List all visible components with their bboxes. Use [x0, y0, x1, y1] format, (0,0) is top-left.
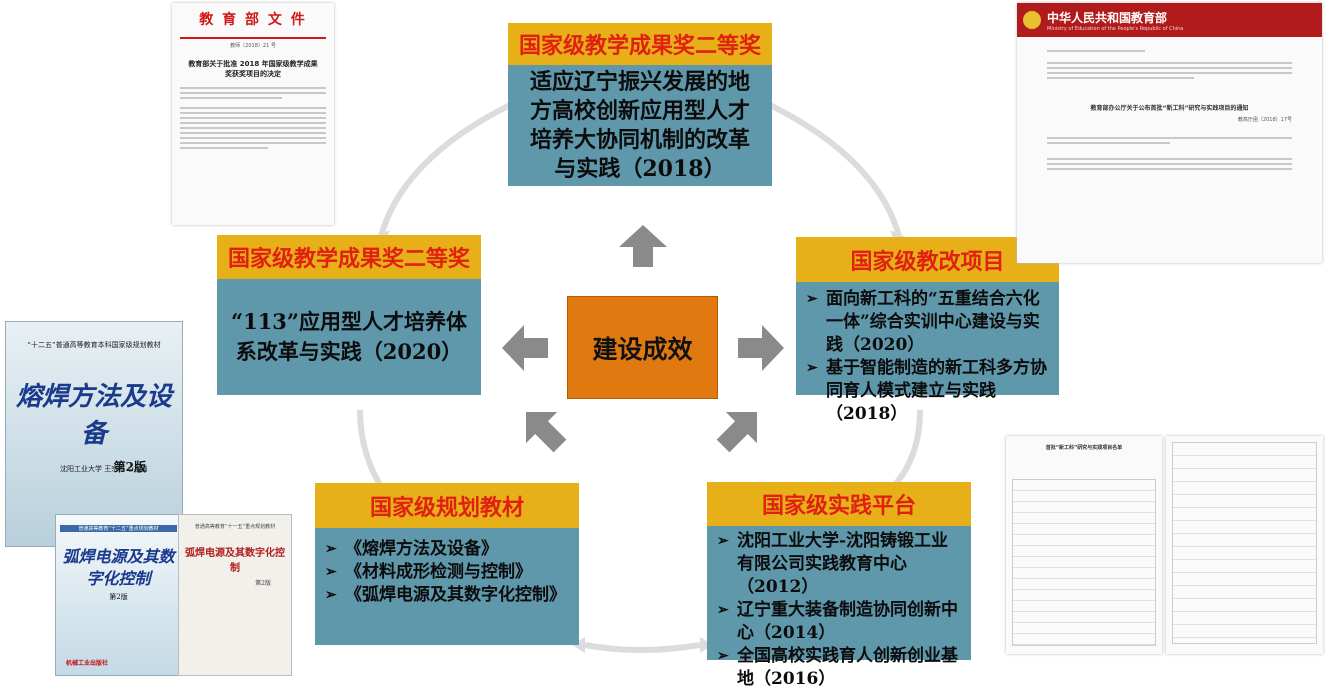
book2-title: 弧焊电源及其数字化控制 [62, 547, 175, 588]
book1-edition: 第2版 [113, 460, 146, 474]
project-list-table2 [1172, 442, 1317, 644]
bullet-arrow-icon: ➢ [717, 648, 729, 664]
ministry-site-en: Ministry of Education of the People's Re… [1047, 25, 1184, 32]
arrow-up-icon [619, 225, 667, 267]
book3-edition: 第2版 [255, 580, 271, 587]
book3-series: 普通高等教育“十一五”重点规划教材 [194, 524, 276, 530]
book-cover-1: “十二五”普通高等教育本科国家级规划教材 熔焊方法及设备 第2版 沈阳工业大学 … [5, 321, 183, 547]
moe-doc-title: 教育部关于批准 2018 年国家级教学成果奖获奖项目的决定 [188, 60, 318, 78]
arrow-right-icon [738, 325, 784, 371]
ministry-notice-title: 教育部办公厅关于公布首批“新工科”研究与实践项目的通知 [1090, 105, 1249, 112]
book2-publisher: 机械工业出版社 [66, 660, 109, 667]
moe-doc-number: 教师〔2018〕21 号 [230, 43, 276, 49]
arrow-down-left-icon [526, 412, 567, 453]
bottom-left-item-2: ➢《材料成形检测与控制》 [325, 562, 532, 582]
project-list-page2 [1166, 436, 1323, 654]
left-box-title: 国家级教学成果奖二等奖 [217, 235, 481, 279]
bottom-left-list: ➢《熔焊方法及设备》 ➢《材料成形检测与控制》 ➢《弧焊电源及其数字化控制》 [321, 538, 573, 607]
book-cover-2: 普通高等教育“十二五”重点规划教材 弧焊电源及其数字化控制 第2版 机械工业出版… [55, 514, 182, 676]
bullet-arrow-icon: ➢ [717, 533, 729, 549]
project-list-document: 首批“新工科”研究与实践项目名单 [1006, 436, 1162, 654]
book1-publisher: 沈阳工业大学 王宗杰 ○主编 [60, 465, 148, 473]
bottom-right-item-2: ➢辽宁重大装备制造协同创新中心（2014） [717, 600, 958, 643]
bottom-right-body: ➢沈阳工业大学-沈阳铸锻工业有限公司实践教育中心（2012） ➢辽宁重大装备制造… [707, 526, 971, 689]
bullet-arrow-icon: ➢ [806, 291, 818, 307]
bottom-right-list: ➢沈阳工业大学-沈阳铸锻工业有限公司实践教育中心（2012） ➢辽宁重大装备制造… [713, 530, 965, 691]
book2-edition: 第2版 [109, 593, 128, 601]
center-label: 建设成效 [592, 334, 693, 364]
bullet-arrow-icon: ➢ [806, 360, 818, 376]
arrow-down-right-icon [716, 412, 757, 453]
right-item-2: ➢基于智能制造的新工科多方协同育人模式建立与实践（2018） [806, 358, 1047, 424]
bullet-arrow-icon: ➢ [325, 587, 337, 603]
project-list-table [1012, 479, 1156, 646]
right-box-list: ➢面向新工科的“五重结合六化一体”综合实训中心建设与实践（2020） ➢基于智能… [802, 288, 1053, 426]
right-box-title: 国家级教改项目 [796, 237, 1059, 282]
right-item-1: ➢面向新工科的“五重结合六化一体”综合实训中心建设与实践（2020） [806, 289, 1040, 355]
bottom-right-item-3: ➢全国高校实践育人创新创业基地（2016） [717, 646, 958, 689]
bottom-right-title: 国家级实践平台 [707, 482, 971, 526]
top-box-body: 适应辽宁振兴发展的地方高校创新应用型人才培养大协同机制的改革与实践（2018） [508, 65, 772, 186]
bottom-left-item-3: ➢《弧焊电源及其数字化控制》 [325, 585, 566, 605]
ministry-site-name: 中华人民共和国教育部 [1047, 10, 1168, 25]
emblem-icon [1023, 11, 1041, 29]
center-box: 建设成效 [567, 296, 718, 399]
moe-doc-text-lines [180, 87, 326, 149]
arrow-left-icon [502, 325, 548, 371]
moe-doc-head: 教 育 部 文 件 [199, 12, 307, 28]
ministry-notice-number: 教高厅函〔2018〕17号 [1237, 117, 1292, 123]
book1-title: 熔焊方法及设备 [15, 382, 172, 449]
book1-series: “十二五”普通高等教育本科国家级规划教材 [27, 341, 161, 349]
project-list-title: 首批“新工科”研究与实践项目名单 [1045, 445, 1123, 451]
top-box-title: 国家级教学成果奖二等奖 [508, 23, 772, 65]
bottom-right-item-1: ➢沈阳工业大学-沈阳铸锻工业有限公司实践教育中心（2012） [717, 531, 949, 597]
left-box-text: “113”应用型人才培养体系改革与实践（2020） [231, 309, 467, 364]
ministry-web-page: 中华人民共和国教育部 Ministry of Education of the … [1017, 3, 1322, 263]
book3-title: 弧焊电源及其数字化控制 [185, 548, 285, 574]
book2-series: 普通高等教育“十二五”重点规划教材 [60, 525, 177, 532]
bottom-left-title: 国家级规划教材 [315, 483, 579, 528]
moe-document: 教 育 部 文 件 教师〔2018〕21 号 教育部关于批准 2018 年国家级… [172, 3, 334, 225]
bottom-left-body: ➢《熔焊方法及设备》 ➢《材料成形检测与控制》 ➢《弧焊电源及其数字化控制》 [315, 528, 579, 645]
left-box-body: “113”应用型人才培养体系改革与实践（2020） [217, 279, 481, 395]
bullet-arrow-icon: ➢ [325, 541, 337, 557]
bottom-left-item-1: ➢《熔焊方法及设备》 [325, 539, 498, 559]
bullet-arrow-icon: ➢ [717, 602, 729, 618]
book-cover-3: 普通高等教育“十一五”重点规划教材 弧焊电源及其数字化控制 第2版 [178, 514, 292, 676]
top-box-text: 适应辽宁振兴发展的地方高校创新应用型人才培养大协同机制的改革与实践（2018） [529, 68, 750, 182]
right-box-body: ➢面向新工科的“五重结合六化一体”综合实训中心建设与实践（2020） ➢基于智能… [796, 282, 1059, 424]
ministry-header: 中华人民共和国教育部 Ministry of Education of the … [1017, 3, 1322, 37]
bullet-arrow-icon: ➢ [325, 564, 337, 580]
